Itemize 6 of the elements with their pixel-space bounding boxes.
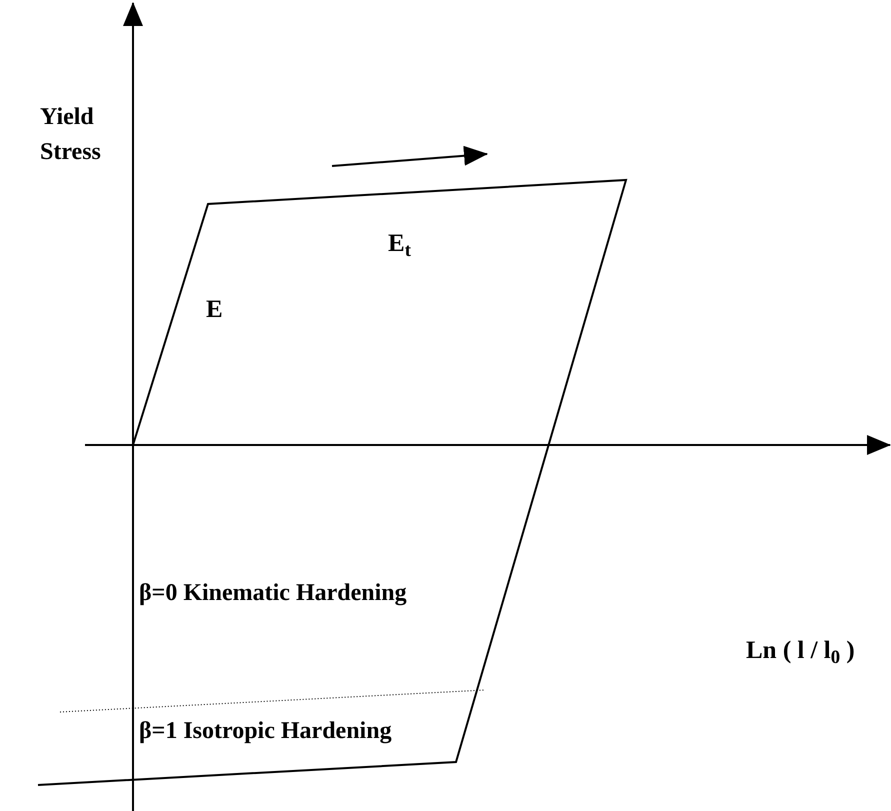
slope-label: E <box>206 295 224 325</box>
hardening-label: β=0 Kinematic Hardening <box>139 579 408 608</box>
hardening-label: β=1 Isotropic Hardening <box>139 717 393 746</box>
slope-label: E$_{t}$ <box>388 229 412 262</box>
axis-label: Yield Stress <box>40 103 102 167</box>
axis-label: Ln ( l / l$_{0}$ ) <box>746 636 856 670</box>
